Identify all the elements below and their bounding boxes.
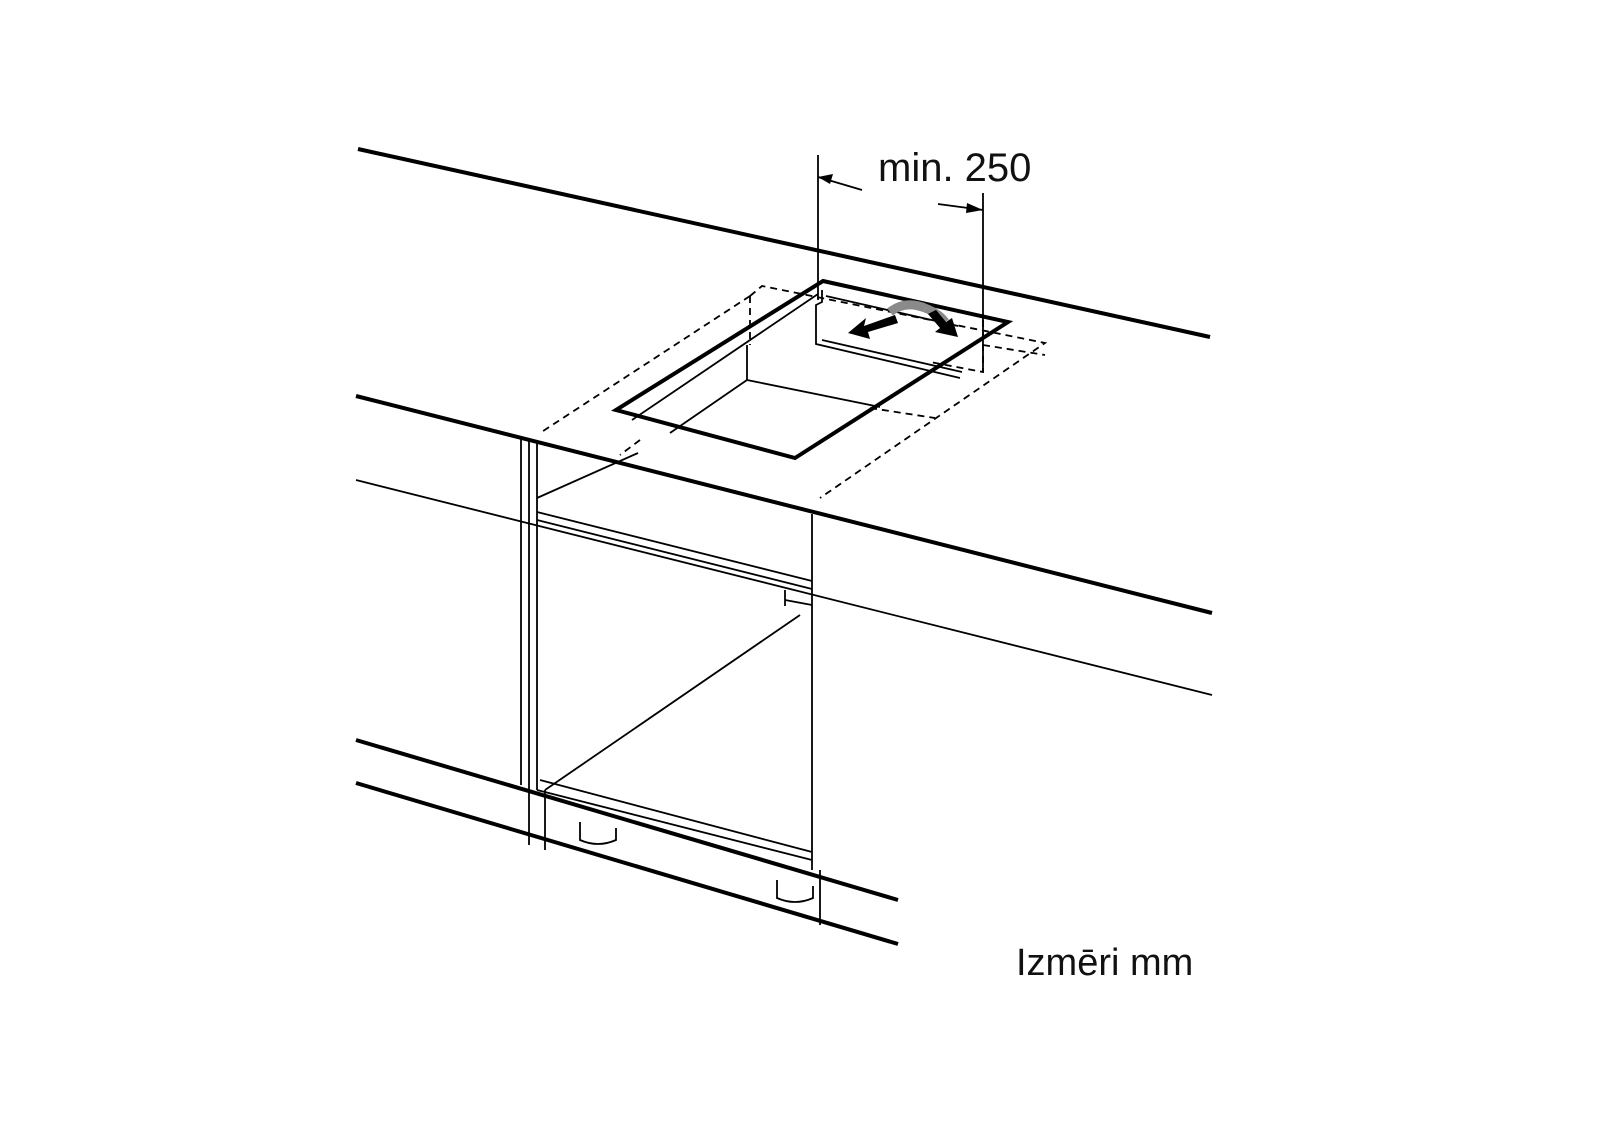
dimension-label: min. 250 bbox=[878, 146, 1032, 190]
airflow-arrows-icon bbox=[848, 300, 958, 339]
base-cabinet bbox=[520, 437, 821, 925]
worktop-back-edge bbox=[357, 147, 1211, 339]
cabinet-foot-left bbox=[579, 822, 617, 845]
hob-outline-dashed bbox=[539, 285, 1048, 499]
plinth-top-edge bbox=[355, 738, 899, 902]
dimension-min-250 bbox=[817, 155, 984, 372]
cutout-inner-walls bbox=[631, 290, 963, 434]
plinth-bottom-edge bbox=[355, 781, 899, 946]
worktop-underside-edge bbox=[355, 479, 1213, 696]
worktop-front-edge bbox=[355, 394, 1213, 615]
cabinet-foot-right bbox=[776, 880, 814, 903]
units-label: Izmēri mm bbox=[1016, 942, 1194, 984]
worktop-cutout bbox=[611, 278, 1014, 461]
